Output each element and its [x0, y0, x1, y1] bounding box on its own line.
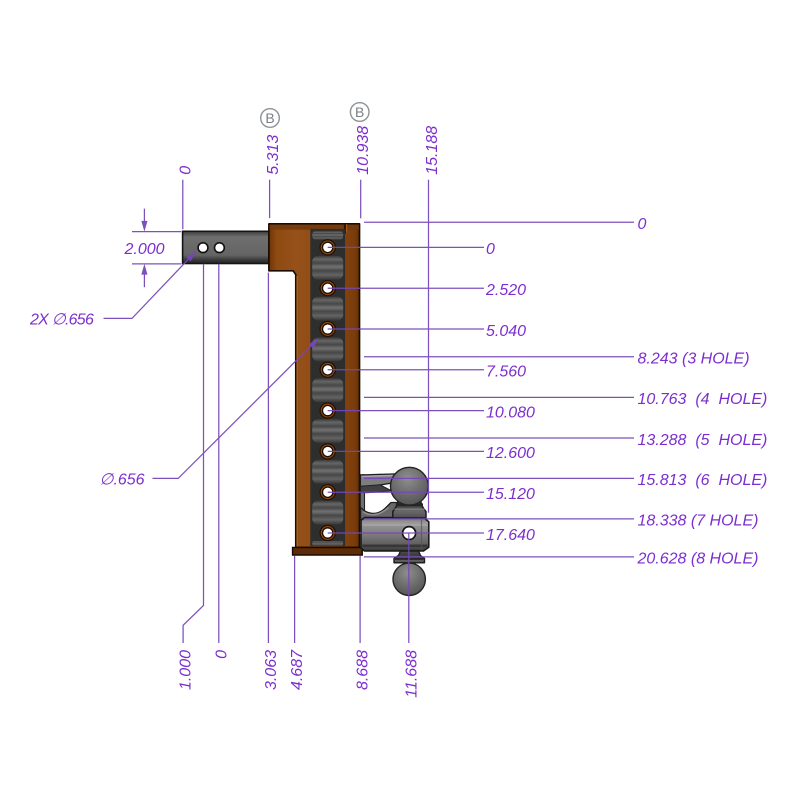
- svg-text:∅.656: ∅.656: [100, 472, 145, 489]
- svg-text:2.000: 2.000: [124, 241, 165, 258]
- svg-text:10.080: 10.080: [486, 404, 535, 421]
- svg-text:5.040: 5.040: [486, 323, 526, 340]
- svg-text:0: 0: [177, 166, 194, 175]
- svg-text:4.687: 4.687: [289, 649, 306, 690]
- svg-text:8.688: 8.688: [355, 650, 372, 690]
- svg-text:17.640: 17.640: [486, 527, 535, 544]
- svg-text:2X ∅.656: 2X ∅.656: [29, 312, 94, 329]
- svg-text:B: B: [355, 104, 364, 120]
- svg-text:12.600: 12.600: [486, 445, 535, 462]
- svg-text:1.000: 1.000: [178, 650, 195, 690]
- svg-text:11.688: 11.688: [403, 650, 420, 698]
- svg-text:B: B: [265, 110, 274, 126]
- svg-text:20.628 (8 HOLE): 20.628 (8 HOLE): [637, 551, 759, 568]
- svg-text:0: 0: [213, 650, 230, 659]
- svg-text:15.120: 15.120: [486, 486, 535, 503]
- svg-text:10.763 (4 HOLE): 10.763 (4 HOLE): [638, 391, 768, 408]
- svg-text:7.560: 7.560: [486, 364, 526, 381]
- svg-text:8.243 (3 HOLE): 8.243 (3 HOLE): [638, 351, 750, 368]
- svg-text:3.063: 3.063: [263, 650, 280, 690]
- svg-text:10.938: 10.938: [355, 126, 372, 175]
- svg-text:18.338 (7 HOLE): 18.338 (7 HOLE): [638, 513, 759, 530]
- svg-text:5.313: 5.313: [265, 135, 282, 175]
- svg-text:13.288 (5 HOLE): 13.288 (5 HOLE): [638, 432, 768, 449]
- svg-text:0: 0: [486, 241, 495, 258]
- svg-text:0: 0: [638, 216, 647, 233]
- svg-text:15.188: 15.188: [424, 126, 441, 175]
- svg-text:2.520: 2.520: [485, 282, 526, 299]
- svg-text:15.813 (6 HOLE): 15.813 (6 HOLE): [638, 472, 768, 489]
